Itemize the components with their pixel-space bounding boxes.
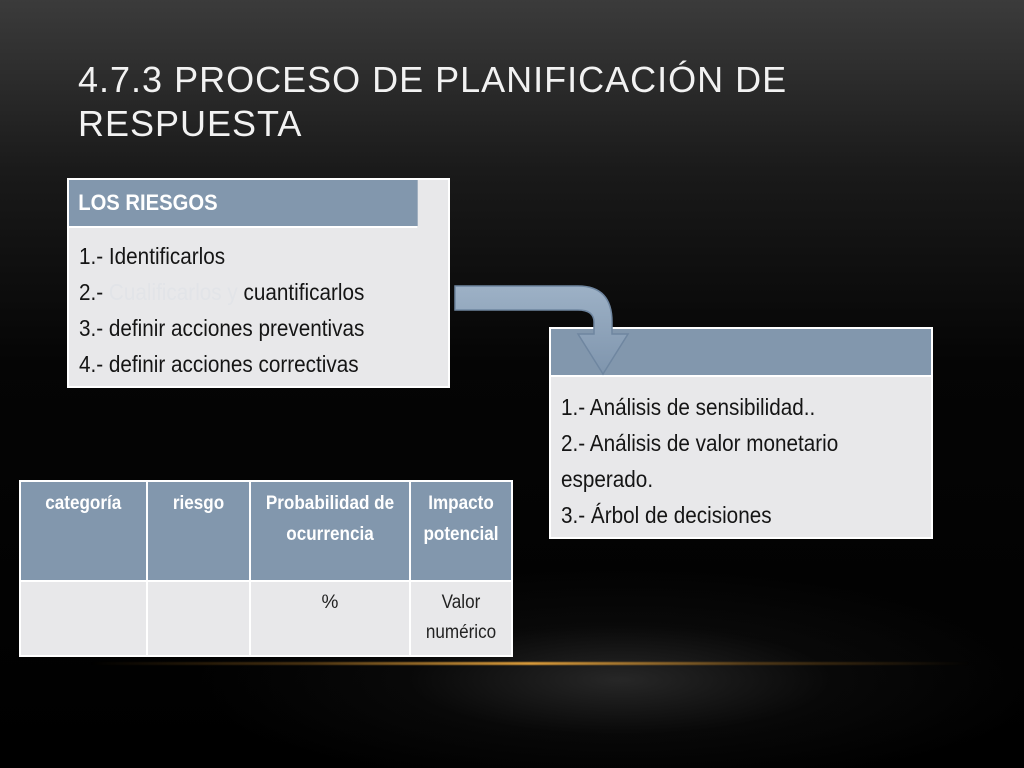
- table-cell: [19, 580, 148, 657]
- riesgos-item: 2.- Cualificarlos y cuantificarlos: [79, 279, 365, 305]
- column-header: riesgo: [146, 480, 251, 582]
- column-header: categoría: [19, 480, 148, 582]
- analisis-item: 2.- Análisis de valor monetario esperado…: [561, 430, 839, 492]
- riesgos-item: 1.- Identificarlos: [79, 243, 226, 269]
- riesgos-header: LOS RIESGOS: [69, 180, 418, 228]
- analisis-box: 1.- Análisis de sensibilidad.. 2.- Análi…: [549, 327, 933, 539]
- analisis-header: [551, 329, 931, 377]
- decorative-glow-line: [90, 662, 970, 665]
- table-row: % Valor numérico: [19, 580, 513, 657]
- table-header-row: categoría riesgo Probabilidad de ocurren…: [19, 480, 513, 582]
- riesgos-box: LOS RIESGOS 1.- Identificarlos 2.- Cuali…: [67, 178, 450, 388]
- faint-text: Cualificarlos y: [108, 279, 244, 305]
- riesgos-table: categoría riesgo Probabilidad de ocurren…: [19, 480, 513, 657]
- table-cell: %: [249, 580, 411, 657]
- analisis-list: 1.- Análisis de sensibilidad.. 2.- Análi…: [551, 377, 931, 533]
- slide-title: 4.7.3 Proceso de planificación de respue…: [78, 59, 788, 144]
- column-header: Probabilidad de ocurrencia: [249, 480, 411, 582]
- riesgos-list: 1.- Identificarlos 2.- Cualificarlos y c…: [69, 228, 448, 382]
- analisis-item: 1.- Análisis de sensibilidad..: [561, 394, 816, 420]
- riesgos-item: 4.- definir acciones correctivas: [79, 351, 359, 377]
- column-header: Impacto potencial: [409, 480, 513, 582]
- riesgos-item: 3.- definir acciones preventivas: [79, 315, 365, 341]
- table-cell: Valor numérico: [409, 580, 513, 657]
- analisis-item: 3.- Árbol de decisiones: [561, 502, 772, 528]
- table-cell: [146, 580, 251, 657]
